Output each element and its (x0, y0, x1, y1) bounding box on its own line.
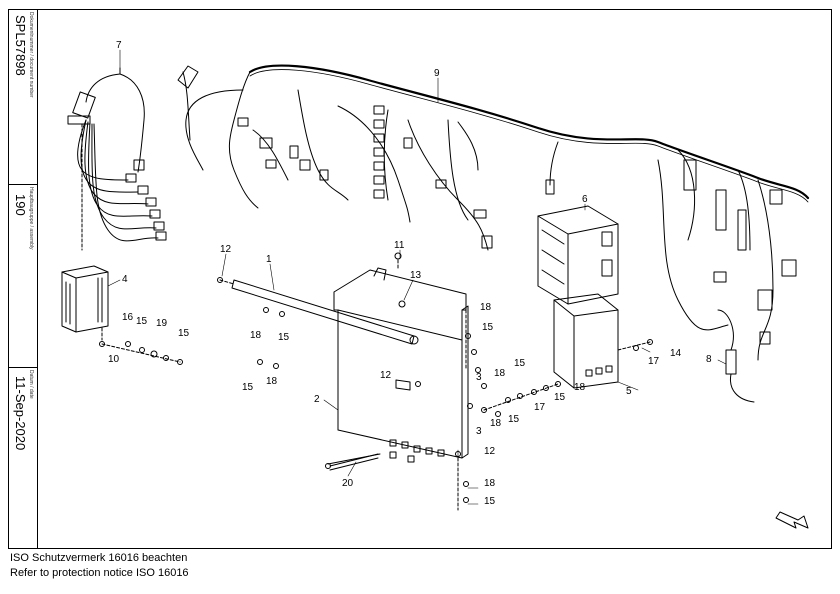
callout-8: 7 (116, 40, 122, 51)
callout-10: 10 (108, 354, 120, 365)
leader-lines (107, 49, 727, 505)
screw-20 (325, 453, 381, 469)
callout-17-b: 17 (648, 356, 660, 367)
callout-18-e: 18 (490, 418, 502, 429)
callout-12-bottom: 12 (484, 446, 496, 457)
sensor-5 (717, 309, 755, 403)
exploded-view-diagram: 7 9 6 12 1 11 13 4 16 15 19 15 10 18 15 … (61, 40, 810, 529)
callout-15-a: 15 (136, 316, 148, 327)
title-block-divider (8, 367, 37, 368)
callout-3-b: 3 (476, 426, 482, 437)
callout-20: 20 (342, 478, 354, 489)
callout-18-b: 18 (266, 376, 278, 387)
callout-18-a: 18 (250, 330, 262, 341)
callout-15-c: 15 (278, 332, 290, 343)
callout-4: 4 (122, 274, 128, 285)
callout-15-e: 15 (482, 322, 494, 333)
doc-number-label: Dokumentnummer / document number (28, 12, 34, 98)
drawing-frame (8, 9, 832, 549)
callout-11: 11 (394, 240, 405, 251)
callout-15-f: 15 (514, 358, 526, 369)
callout-15-h: 15 (554, 392, 566, 403)
callout-14: 14 (670, 348, 682, 359)
callout-18-g: 18 (484, 478, 496, 489)
callout-labels: 7 9 6 12 1 11 13 4 16 15 19 15 10 18 15 … (108, 40, 712, 507)
mounting-plate-2 (329, 252, 561, 511)
callout-18-d: 18 (494, 368, 506, 379)
callout-12-top: 12 (220, 244, 232, 255)
board-7 (553, 293, 653, 389)
callout-16: 16 (122, 312, 134, 323)
doc-number: SPL57898 (13, 15, 28, 76)
drawing-date: 11-Sep-2020 (13, 376, 28, 451)
direction-arrow (775, 511, 809, 529)
callout-12-mid: 12 (380, 370, 392, 381)
callout-15-d: 15 (242, 382, 254, 393)
callout-1: 1 (266, 254, 272, 265)
assembly-label: Hauptbaugruppe / assembly (28, 187, 34, 250)
callout-7: 5 (626, 386, 632, 397)
rail-1 (217, 277, 419, 369)
callout-19: 19 (156, 318, 168, 329)
callout-18-c: 18 (480, 302, 492, 313)
callout-2: 2 (314, 394, 320, 405)
callout-6: 6 (582, 194, 588, 205)
protection-notice-en: Refer to protection notice ISO 16016 (10, 567, 189, 579)
assembly-number: 190 (13, 194, 28, 216)
protection-notice-de: ISO Schutzvermerk 16016 beachten (10, 552, 188, 564)
main-wiring-harness (177, 64, 810, 361)
callout-9: 9 (434, 68, 440, 79)
controller-6 (537, 205, 619, 305)
title-block-divider (8, 184, 37, 185)
harness-connectors (237, 105, 797, 345)
callout-15-g: 15 (508, 414, 520, 425)
callout-13: 13 (410, 270, 422, 281)
callout-18-f: 18 (574, 382, 586, 393)
wiring-loom-8 (67, 67, 167, 251)
callout-5: 8 (706, 354, 712, 365)
title-block: Dokumentnummer / document number SPL5789… (8, 9, 38, 549)
date-label: Datum / date (28, 370, 34, 399)
callout-17-a: 17 (534, 402, 546, 413)
callout-15-b: 15 (178, 328, 190, 339)
callout-15-i: 15 (484, 496, 496, 507)
callout-3-a: 3 (476, 372, 482, 383)
component-4-box (61, 265, 183, 365)
